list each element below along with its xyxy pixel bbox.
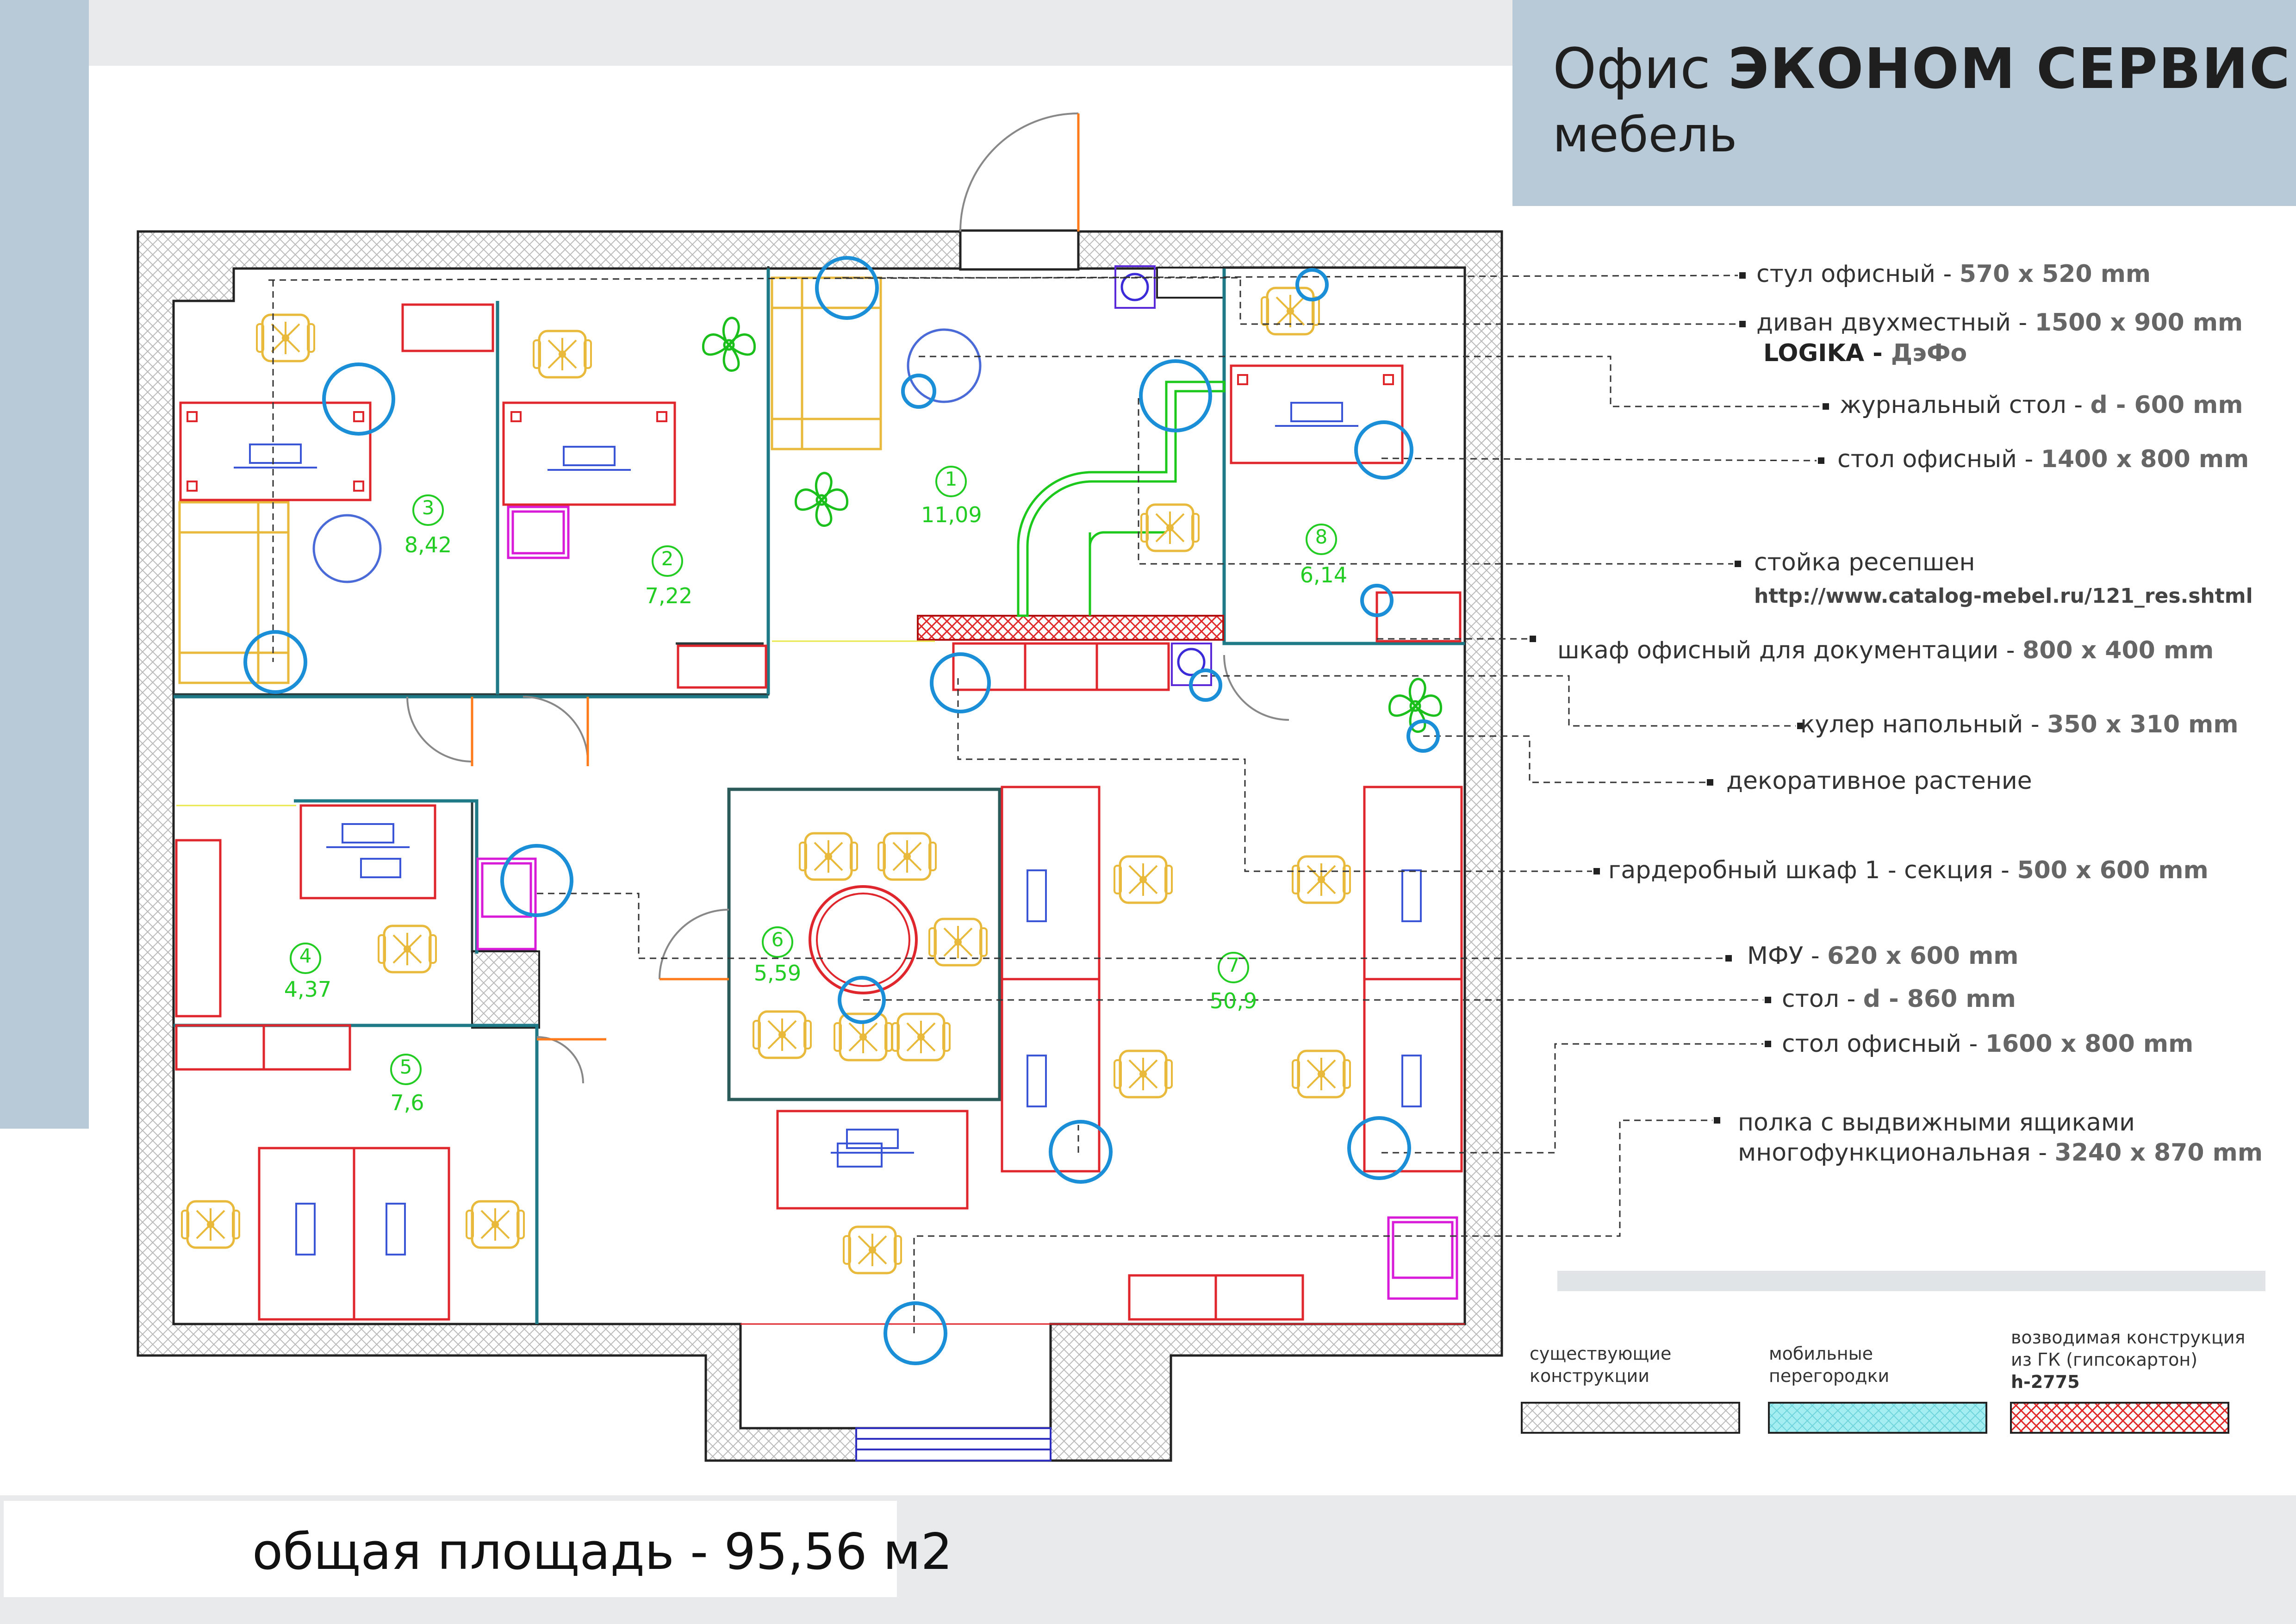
legend-coffee-table: журнальный стол - d - 600 mm (1840, 391, 2243, 419)
key-gk-swatch (2010, 1402, 2229, 1434)
door-opening-top (959, 229, 1080, 271)
sofa-reception (771, 276, 882, 450)
legend-sofa-brand: LOGIKA - ДэФо (1763, 339, 1967, 367)
legend-office-chair: стул офисный - 570 x 520 mm (1756, 260, 2151, 288)
room-8-number: 8 (1315, 525, 1328, 548)
key-mobile-label: мобильные перегородки (1769, 1343, 1890, 1386)
room-7-area: 50,9 (1209, 988, 1257, 1013)
office-desks (175, 303, 1463, 1321)
room-6-number: 6 (771, 928, 784, 951)
room-4-area: 4,37 (284, 977, 332, 1002)
room-3-number: 3 (422, 496, 435, 519)
legend-plant: декоративное растение (1726, 767, 2032, 795)
column (471, 950, 540, 1029)
gk-partition (917, 615, 1224, 641)
legend-cooler: кулер напольный - 350 x 310 mm (1800, 711, 2239, 738)
legend-reception: стойка ресепшен (1754, 549, 1975, 576)
key-gk-label: возводимая конструкция из ГК (гипсокарто… (2011, 1327, 2246, 1392)
legend-document-cabinet: шкаф офисный для документации - 800 x 40… (1557, 637, 2214, 664)
legend-sofa: диван двухместный - 1500 x 900 mm (1756, 309, 2243, 337)
partition-top-right (1156, 267, 1225, 299)
total-area: общая площадь - 95,56 м2 (252, 1523, 953, 1581)
legend-shelf-line2: многофункциональная - 3240 x 870 mm (1738, 1139, 2263, 1167)
legend-reception-url[interactable]: http://www.catalog-mebel.ru/121_res.shtm… (1754, 584, 2253, 608)
room-7-number: 7 (1227, 954, 1240, 976)
page-title: Офис ЭКОНОМ СЕРВИС (1553, 37, 2291, 101)
room-2-number: 2 (661, 547, 674, 570)
room-3-area: 8,42 (404, 532, 452, 557)
room-1-area: 11,09 (921, 502, 982, 527)
sofa-room3 (178, 501, 290, 684)
round-table (809, 885, 918, 994)
key-existing-label: существующие конструкции (1530, 1343, 1672, 1386)
legend-wardrobe: гардеробный шкаф 1 - секция - 500 x 600 … (1608, 856, 2209, 884)
room-8-area: 6,14 (1300, 562, 1348, 587)
room-4-number: 4 (299, 944, 312, 967)
meeting-room-walls (727, 787, 1002, 1101)
legend-office-desk-1400: стол офисный - 1400 x 800 mm (1837, 445, 2249, 473)
room-1-number: 1 (945, 468, 958, 490)
entrance-steps (855, 1427, 1052, 1462)
area-box (4, 1501, 897, 1597)
entrance-door-swing (959, 112, 1079, 232)
legend-mfu: МФУ - 620 x 600 mm (1747, 942, 2019, 970)
legend-shelf: полка с выдвижными ящиками (1738, 1109, 2135, 1137)
title-panel (1512, 0, 2296, 206)
left-blue-band (0, 0, 89, 1129)
room-6-area: 5,59 (753, 961, 802, 986)
legend-office-desk-1600: стол офисный - 1600 x 800 mm (1782, 1030, 2194, 1058)
room-5-area: 7,6 (390, 1090, 424, 1115)
key-existing-swatch (1521, 1402, 1740, 1434)
room-5-number: 5 (399, 1056, 412, 1078)
title-brand: ЭКОНОМ СЕРВИС (1728, 37, 2291, 101)
page-subtitle: мебель (1553, 106, 1737, 163)
top-gray-band (0, 0, 1513, 66)
room-2-area: 7,22 (645, 583, 693, 608)
coffee-table (907, 328, 982, 403)
legend-round-table: стол - d - 860 mm (1782, 985, 2016, 1013)
key-mobile-swatch (1768, 1402, 1987, 1434)
title-prefix: Офис (1553, 37, 1711, 101)
legend-divider (1557, 1271, 2265, 1291)
reception-desk (1017, 381, 1226, 617)
